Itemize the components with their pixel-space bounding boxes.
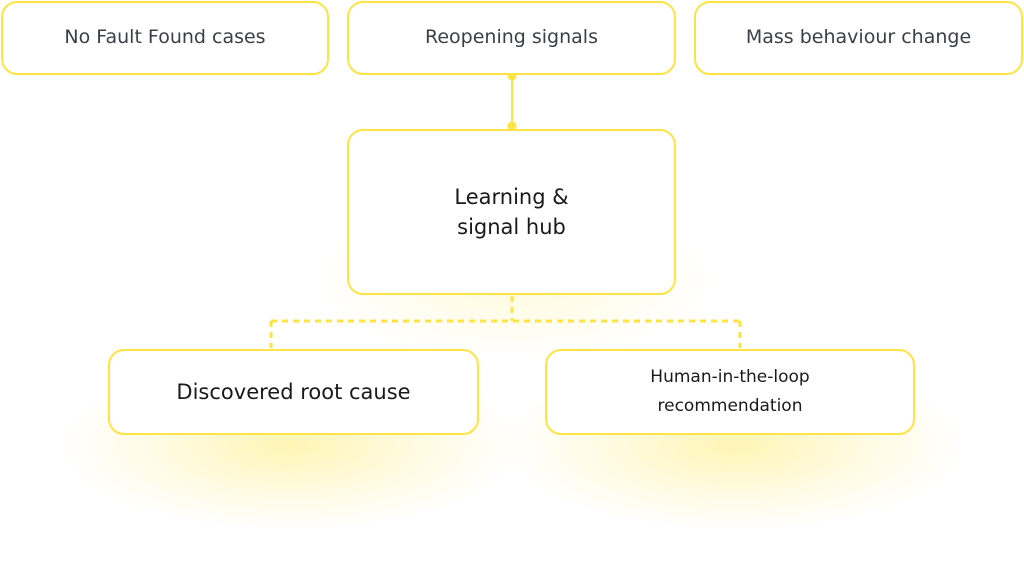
node-hub-label: Learning & signal hub xyxy=(454,184,569,239)
node-learning-signal-hub: Learning & signal hub xyxy=(347,129,676,295)
node-no-fault-found: No Fault Found cases xyxy=(1,1,329,75)
node-root-cause-label: Discovered root cause xyxy=(176,379,411,404)
node-reopening-signals: Reopening signals xyxy=(347,1,676,75)
edge-hub-end-dot xyxy=(507,121,517,131)
node-no-fault-found-label: No Fault Found cases xyxy=(64,26,266,49)
node-human-in-the-loop: Human-in-the-loop recommendation xyxy=(545,349,915,435)
node-human-in-loop-label: Human-in-the-loop recommendation xyxy=(650,367,810,416)
node-reopening-signals-label: Reopening signals xyxy=(425,26,598,49)
node-mass-behaviour-change-label: Mass behaviour change xyxy=(745,26,972,49)
node-discovered-root-cause: Discovered root cause xyxy=(108,349,479,435)
node-mass-behaviour-change: Mass behaviour change xyxy=(694,1,1023,75)
edge-hub-to-children xyxy=(269,296,742,348)
